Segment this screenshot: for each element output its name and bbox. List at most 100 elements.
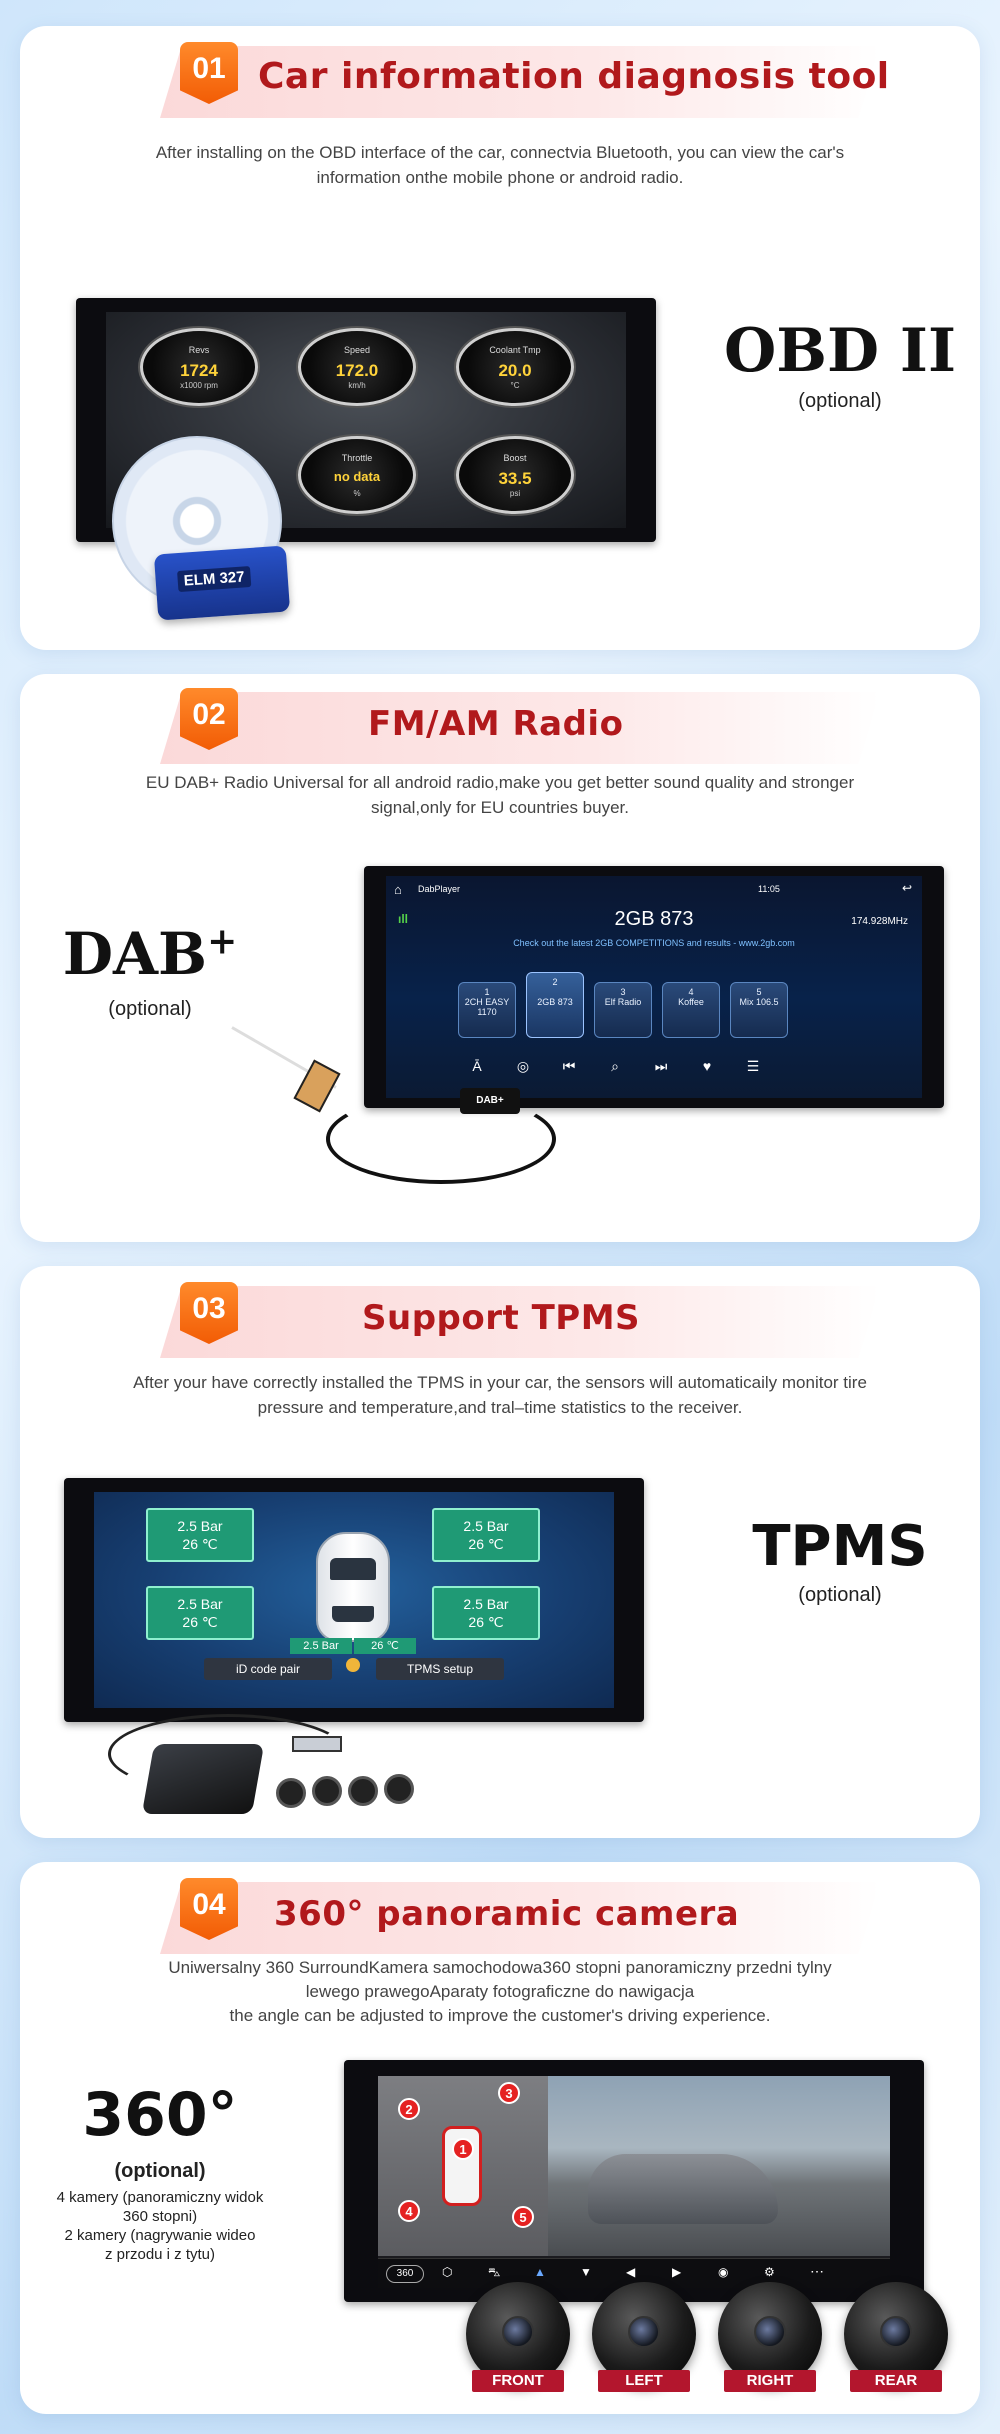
preset-2[interactable]: 2 2GB 873 [526, 972, 584, 1038]
camera-front-label: FRONT [472, 2370, 564, 2392]
tpms-sensor [384, 1774, 414, 1804]
section-obd: 01 Car information diagnosis tool After … [20, 26, 980, 650]
camera-pin-2: 2 [398, 2098, 420, 2120]
tpms-sensor [348, 1776, 378, 1806]
next-icon[interactable]: ⏭ [654, 1058, 668, 1074]
dongle-label: DAB+ [476, 1095, 504, 1106]
tpms-panel: 2.5 Bar 26 ℃ 2.5 Bar 26 ℃ 2.5 Bar 26 ℃ 2… [94, 1492, 614, 1708]
dab-dongle: DAB+ [460, 1088, 520, 1114]
section-banner [160, 1286, 880, 1358]
section-title: 360° panoramic camera [274, 1894, 740, 1934]
tpms-screen: 2.5 Bar 26 ℃ 2.5 Bar 26 ℃ 2.5 Bar 26 ℃ 2… [64, 1478, 644, 1722]
app-name: DabPlayer [418, 884, 461, 894]
search-icon[interactable]: ⌕ [611, 1058, 619, 1074]
camera-view: 1 2 3 4 5 360 ⬡ ⛍ ▲ ▼ ◀ ▶ ◉ ⚙ ⋯ [378, 2076, 890, 2288]
camera-pin-1: 1 [452, 2138, 474, 2160]
camera-label: 360° [82, 2080, 238, 2150]
id-code-pair-button[interactable]: iD code pair [204, 1658, 332, 1680]
section-camera: 04 360° panoramic camera Uniwersalny 360… [20, 1862, 980, 2414]
tire-front-right: 2.5 Bar 26 ℃ [432, 1508, 540, 1562]
camera-pin-4: 4 [398, 2200, 420, 2222]
dab-player: ⌂ DabPlayer 11:05 ↩ ıll 2GB 873 174.928M… [386, 876, 922, 1098]
settings-icon[interactable]: ⚙ [764, 2265, 775, 2279]
tire-rear-left: 2.5 Bar 26 ℃ [146, 1586, 254, 1640]
section-description: After installing on the OBD interface of… [155, 143, 845, 187]
section-banner [160, 692, 880, 764]
tpms-setup-button[interactable]: TPMS setup [376, 1658, 504, 1680]
camera-display: 1 2 3 4 5 360 ⬡ ⛍ ▲ ▼ ◀ ▶ ◉ ⚙ ⋯ [378, 2076, 890, 2288]
camera-left-label: LEFT [598, 2370, 690, 2392]
frequency: 174.928MHz [851, 916, 908, 927]
ticker-text: Check out the latest 2GB COMPETITIONS an… [513, 938, 795, 948]
tpms-receiver [141, 1744, 265, 1814]
optional-note: (optional) [108, 998, 192, 1020]
optional-note: (optional) [114, 2160, 206, 2182]
station-name: 2GB 873 [614, 908, 694, 930]
car-top-icon [316, 1532, 390, 1642]
spare-pressure: 2.5 Bar [290, 1638, 352, 1654]
right-view-icon[interactable]: ▶ [672, 2265, 682, 2279]
section-badge: 02 [180, 688, 238, 750]
spare-temp: 26 ℃ [354, 1638, 416, 1654]
section-radio: 02 FM/AM Radio EU DAB+ Radio Universal f… [20, 674, 980, 1242]
camera-rear: REAR [844, 2282, 948, 2392]
front-view-icon[interactable]: ▲ [534, 2265, 546, 2279]
street-view [548, 2076, 890, 2256]
3d-view-icon[interactable]: ⬡ [442, 2265, 453, 2279]
gauge-throttle: Throttle no data % [298, 436, 416, 514]
status-time: 11:05 [758, 884, 780, 894]
scan-icon[interactable]: Ā [472, 1058, 482, 1074]
camera-front: FRONT [466, 2282, 570, 2392]
section-description: EU DAB+ Radio Universal for all android … [145, 773, 855, 817]
gauge-boost: Boost 33.5 psi [456, 436, 574, 514]
favorite-icon[interactable]: ♥ [702, 1058, 712, 1074]
more-icon[interactable]: ⋯ [810, 2263, 824, 2279]
tpms-sensor [312, 1776, 342, 1806]
360-view-button[interactable]: 360 [386, 2265, 424, 2283]
dab-screen: ⌂ DabPlayer 11:05 ↩ ıll 2GB 873 174.928M… [364, 866, 944, 1108]
tire-front-left: 2.5 Bar 26 ℃ [146, 1508, 254, 1562]
preset-4[interactable]: 4 Koffee [662, 982, 720, 1038]
tire-rear-right: 2.5 Bar 26 ℃ [432, 1586, 540, 1640]
tpms-label: TPMS [752, 1514, 928, 1579]
tpms-display: 2.5 Bar 26 ℃ 2.5 Bar 26 ℃ 2.5 Bar 26 ℃ 2… [94, 1492, 614, 1708]
dab-cable [326, 1094, 556, 1184]
tpms-cable [108, 1714, 348, 1794]
obd-dongle: ELM 327 [153, 545, 291, 621]
camera-pin-3: 3 [498, 2082, 520, 2104]
section-banner [160, 46, 880, 118]
rear-view-icon[interactable]: ▼ [580, 2265, 592, 2279]
left-view-icon[interactable]: ◀ [626, 2265, 636, 2279]
optional-note: (optional) [798, 1584, 882, 1606]
gauge-speed: Speed 172.0 km/h [298, 328, 416, 406]
preset-1[interactable]: 1 2CH EASY 1170 [458, 982, 516, 1038]
tpms-sensor [276, 1778, 306, 1808]
preset-5[interactable]: 5 Mix 106.5 [730, 982, 788, 1038]
home-icon[interactable]: ⌂ [394, 882, 402, 897]
camera-notes: 4 kamery (panoramiczny widok 360 stopni)… [56, 2189, 264, 2263]
section-description: After your have correctly installed the … [133, 1373, 867, 1417]
section-badge: 01 [180, 42, 238, 104]
dongle-label: ELM 327 [177, 566, 252, 593]
back-icon[interactable]: ↩ [901, 881, 912, 895]
section-banner [160, 1882, 880, 1954]
section-title: Support TPMS [362, 1298, 641, 1338]
camera-icon[interactable]: ◉ [718, 2265, 729, 2279]
dab-label: DAB+ [62, 920, 238, 988]
camera-screen: 1 2 3 4 5 360 ⬡ ⛍ ▲ ▼ ◀ ▶ ◉ ⚙ ⋯ [344, 2060, 924, 2302]
explore-icon[interactable]: ◎ [516, 1058, 530, 1074]
signal-icon: ıll [398, 912, 409, 926]
camera-right: RIGHT [718, 2282, 822, 2392]
camera-left: LEFT [592, 2282, 696, 2392]
camera-right-label: RIGHT [724, 2370, 816, 2392]
section-tpms: 03 Support TPMS After your have correctl… [20, 1266, 980, 1838]
section-badge: 04 [180, 1878, 238, 1940]
usb-plug [292, 1736, 342, 1752]
prev-icon[interactable]: ⏮ [562, 1058, 576, 1074]
dab-display: ⌂ DabPlayer 11:05 ↩ ıll 2GB 873 174.928M… [386, 876, 922, 1098]
car-icon[interactable]: ⛍ [488, 2265, 501, 2279]
section-badge: 03 [180, 1282, 238, 1344]
preset-3[interactable]: 3 Elf Radio [594, 982, 652, 1038]
list-icon[interactable]: ☰ [746, 1058, 760, 1074]
section-description: Uniwersalny 360 SurroundKamera samochodo… [168, 1958, 832, 2025]
